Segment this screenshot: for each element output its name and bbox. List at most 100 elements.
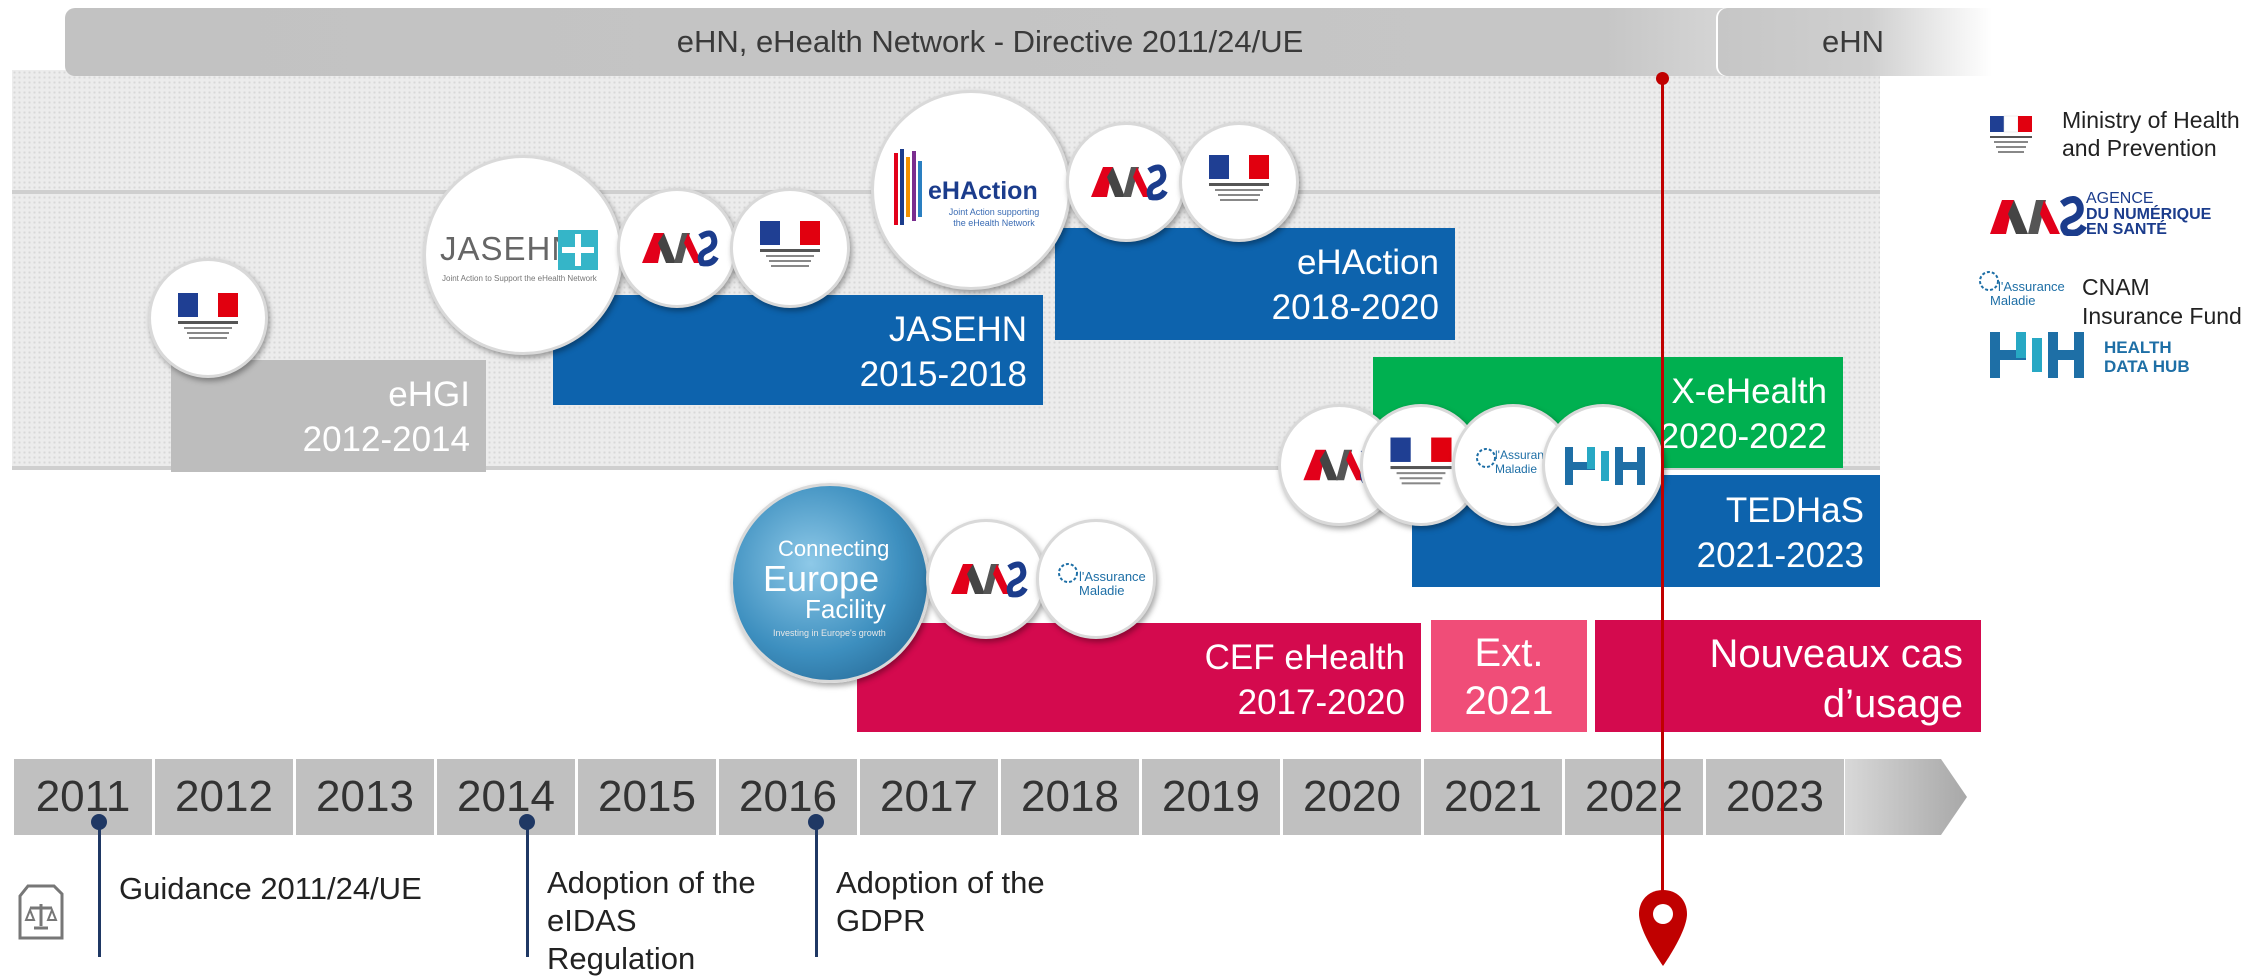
milestone-text: GDPR <box>836 903 926 938</box>
jasehn-logo-text: JASEHN <box>440 230 577 267</box>
year-cell-2023: 2023 <box>1706 759 1844 835</box>
ministry-logo-circle <box>148 258 268 378</box>
cef-line-3: Facility <box>805 594 886 624</box>
project-nouveaux-cas: Nouveaux cas d’usage <box>1595 620 1981 732</box>
ministry-logo-icon <box>1390 437 1452 485</box>
ans-logo-icon <box>951 561 1028 598</box>
ans-logo-icon <box>1091 164 1168 201</box>
assurance-maladie-icon <box>1058 563 1078 583</box>
cef-tagline: Investing in Europe's growth <box>773 628 886 638</box>
project-name: eHGI <box>388 375 470 414</box>
milestone-text: Regulation <box>547 941 696 976</box>
ehn-right-label: eHN <box>1821 24 1884 59</box>
project-name: Nouveaux cas <box>1709 632 1963 676</box>
year-cell-2014: 2014 <box>437 759 575 835</box>
year-cell-2013: 2013 <box>296 759 434 835</box>
assurance-line-1: l'Assurance <box>1495 448 1557 462</box>
assurance-maladie-icon <box>1476 448 1496 468</box>
year-cell-2018: 2018 <box>1001 759 1139 835</box>
project-period: 2021 <box>1464 679 1554 723</box>
milestone-text: Guidance 2011/24/UE <box>119 871 422 906</box>
ehn-header-bar: eHN, eHealth Network - Directive 2011/24… <box>65 8 1990 76</box>
year-cell-2017: 2017 <box>860 759 998 835</box>
legend-hdh-line-1: HEALTH <box>2104 338 2172 357</box>
legend-ans-line-2: DU NUMÉRIQUE <box>2086 206 2212 223</box>
health-data-hub-icon <box>1565 447 1645 485</box>
project-jasehn: JASEHN 2015-2018 <box>553 295 1043 405</box>
milestone-line <box>526 822 529 957</box>
cef-line-2: Europe <box>763 558 880 599</box>
project-cef-ehealth: CEF eHealth 2017-2020 <box>857 623 1421 732</box>
legend-assurance-line-1: l'Assurance <box>1998 279 2065 294</box>
assurance-legend-icon <box>1979 271 1999 291</box>
year-cell-2016: 2016 <box>719 759 857 835</box>
project-period: 2017-2020 <box>1237 683 1405 722</box>
ministry-logo-icon <box>178 293 238 339</box>
project-period: 2018-2020 <box>1271 288 1439 327</box>
location-pin-icon <box>1639 890 1687 966</box>
band-divider <box>12 466 1880 470</box>
ministry-legend-icon <box>1990 115 2032 153</box>
ministry-logo-icon <box>1209 155 1269 201</box>
legend-ministry-line-2: and Prevention <box>2062 135 2217 161</box>
assurance-maladie-logo-circle: l'Assurance Maladie <box>1036 519 1156 639</box>
project-name: JASEHN <box>888 310 1027 349</box>
legend-ans-line-1: AGENCE <box>2086 190 2154 207</box>
cef-line-1: Connecting <box>778 536 890 561</box>
year-cell-2012: 2012 <box>155 759 293 835</box>
health-data-hub-logo-circle <box>1542 404 1664 526</box>
year-cell-2015: 2015 <box>578 759 716 835</box>
header-title: eHN, eHealth Network - Directive 2011/24… <box>676 24 1304 59</box>
current-date-dot <box>1656 72 1669 85</box>
project-name: eHAction <box>1296 243 1439 282</box>
project-name: CEF eHealth <box>1204 638 1405 677</box>
project-period: d’usage <box>1822 682 1963 726</box>
year-cell-2021: 2021 <box>1424 759 1562 835</box>
legend-cnam-line-2: Insurance Fund <box>2082 303 2242 329</box>
jasehn-logo-circle: JASEHN Joint Action to Support the eHeal… <box>423 155 623 355</box>
ans-logo-circle <box>617 188 737 308</box>
milestone-line <box>815 822 818 957</box>
ehaction-logo-text: eHAction <box>928 177 1038 205</box>
ehn-right-bar: eHN <box>1718 8 1992 76</box>
project-period: 2015-2018 <box>859 355 1027 394</box>
project-period: 2012-2014 <box>302 420 470 459</box>
legend-hdh-line-2: DATA HUB <box>2104 357 2190 376</box>
assurance-line-2: Maladie <box>1079 583 1125 598</box>
project-name: X-eHealth <box>1671 372 1827 411</box>
legend-ministry-line-1: Ministry of Health <box>2062 107 2240 133</box>
milestone-text: Adoption of the <box>547 865 756 900</box>
timeline-arrow-icon <box>1845 759 1967 835</box>
milestone-line <box>98 822 101 957</box>
project-ehaction: eHAction 2018-2020 <box>1055 228 1455 340</box>
project-name: Ext. <box>1474 631 1544 675</box>
year-cell-2022: 2022 <box>1565 759 1703 835</box>
ans-legend-icon <box>1990 196 2088 236</box>
legend-cnam-line-1: CNAM <box>2082 274 2150 300</box>
ministry-logo-circle <box>1179 122 1299 242</box>
jasehn-logo-subtitle: Joint Action to Support the eHealth Netw… <box>442 274 597 283</box>
milestone-text: Adoption of the <box>836 865 1045 900</box>
legend-ans-line-3: EN SANTÉ <box>2086 221 2167 238</box>
ministry-logo-icon <box>760 221 820 267</box>
ans-logo-icon <box>642 230 719 267</box>
health-data-hub-legend-icon <box>1990 332 2084 378</box>
jasehn-cross-icon <box>558 230 598 270</box>
ans-logo-circle <box>926 519 1046 639</box>
ehaction-logo-subtitle-1: Joint Action supporting <box>948 207 1040 217</box>
project-period: 2020-2022 <box>1659 417 1827 456</box>
project-name: TEDHaS <box>1725 491 1864 530</box>
project-period: 2021-2023 <box>1696 536 1864 575</box>
ehaction-stripes-icon <box>894 149 922 225</box>
ans-logo-circle <box>1066 122 1186 242</box>
legal-document-icon <box>18 884 64 940</box>
assurance-line-1: l'Assurance <box>1079 569 1146 584</box>
year-cell-2011: 2011 <box>14 759 152 835</box>
legend-assurance-line-2: Maladie <box>1990 293 2036 308</box>
project-ehgi: eHGI 2012-2014 <box>171 360 486 472</box>
ministry-logo-circle <box>730 188 850 308</box>
project-ext: Ext. 2021 <box>1431 620 1587 732</box>
ehaction-logo-subtitle-2: the eHealth Network <box>953 218 1035 228</box>
assurance-line-2: Maladie <box>1495 462 1538 476</box>
cef-logo-circle: Connecting Europe Facility Investing in … <box>730 483 930 683</box>
